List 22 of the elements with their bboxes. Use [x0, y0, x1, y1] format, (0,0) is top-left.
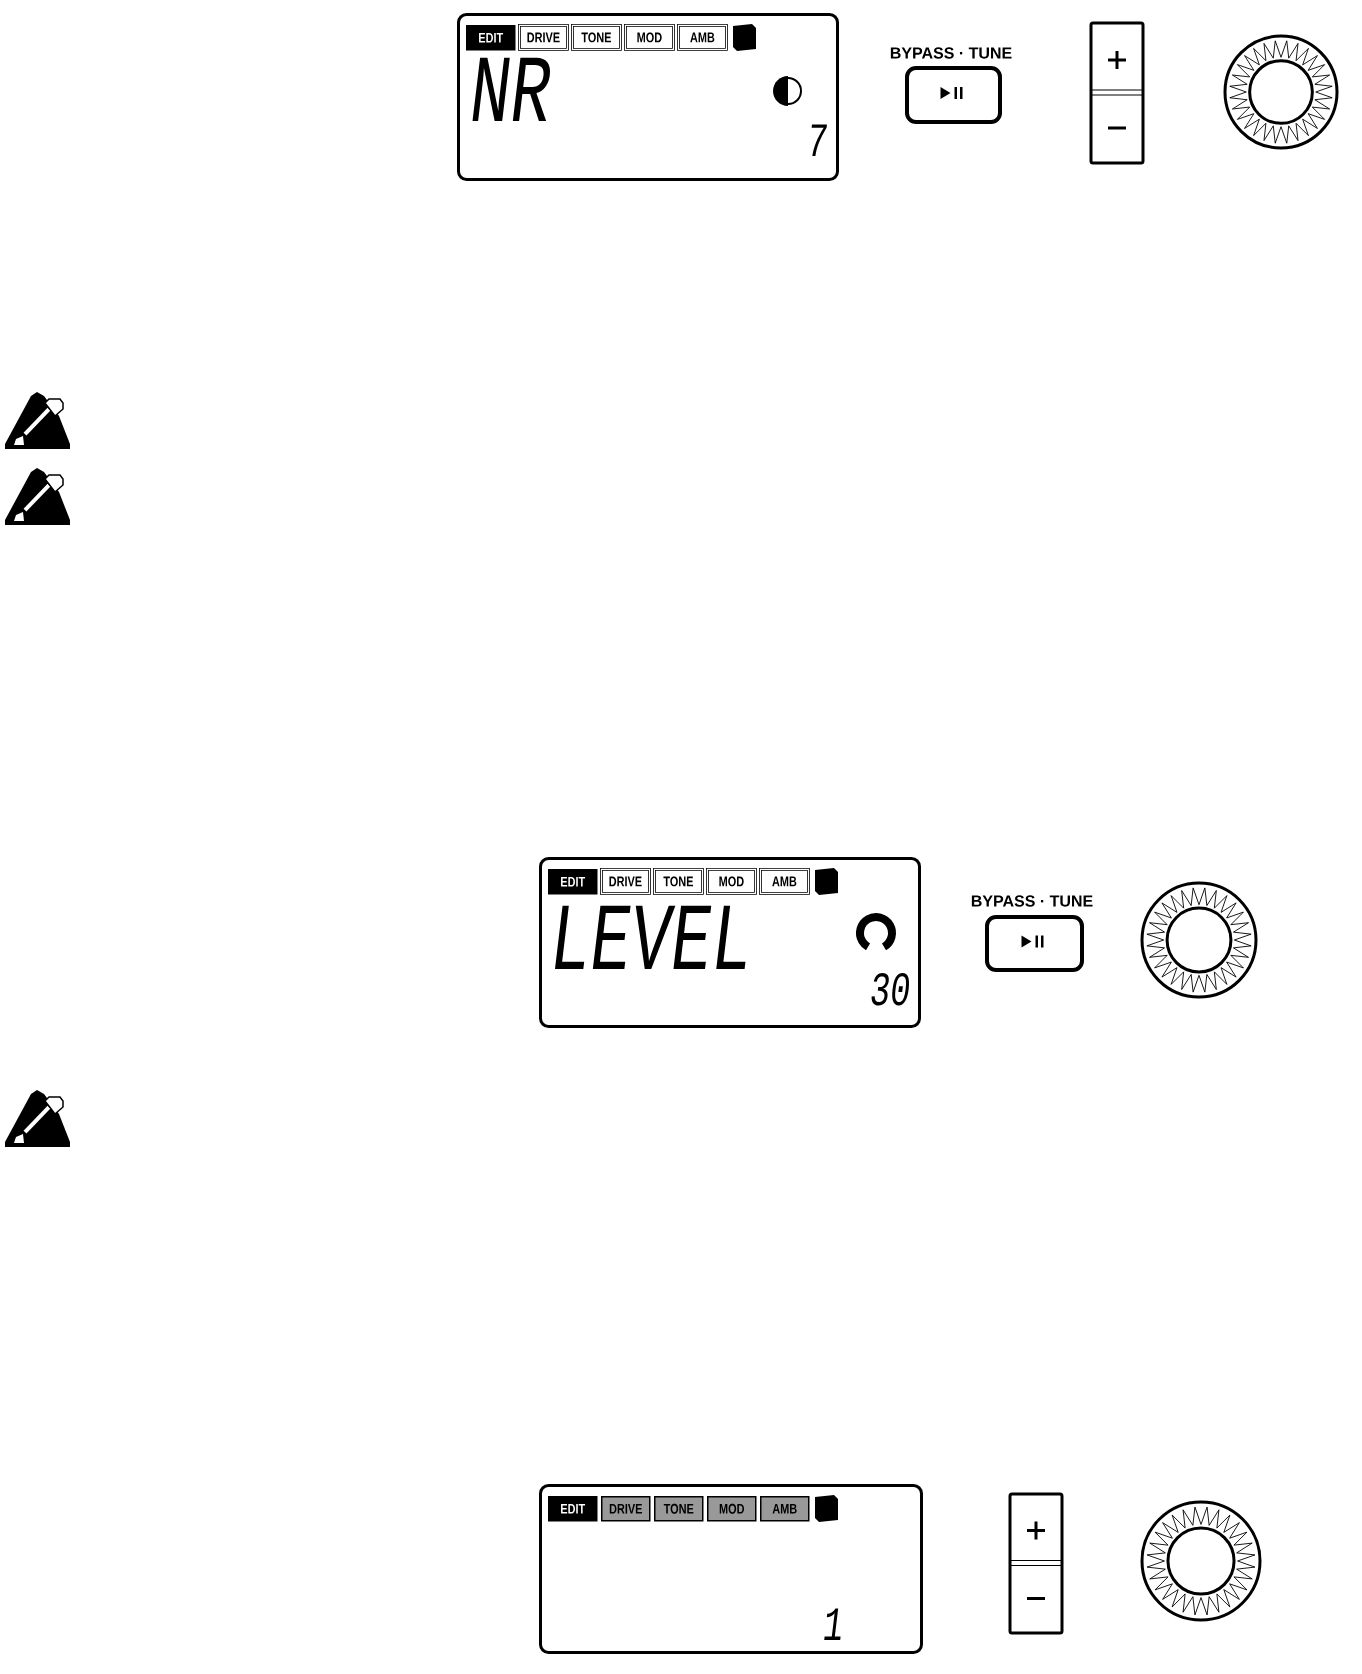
mode-tab: MOD: [624, 24, 675, 51]
display-text: NR: [472, 57, 550, 121]
button-label: BYPASS · TUNE: [890, 47, 1012, 59]
mode-tab: AMB: [759, 868, 810, 895]
mode-tab: AMB: [677, 24, 728, 51]
mode-tab: MOD: [706, 868, 757, 895]
mode-tab: DRIVE: [518, 24, 569, 51]
mode-tab: MOD: [707, 1496, 757, 1522]
display-value: 7: [811, 124, 827, 156]
display-value: 30: [871, 972, 909, 1006]
mode-tab: DRIVE: [601, 1496, 651, 1522]
button-label: BYPASS · TUNE: [971, 895, 1093, 907]
mode-tab: AMB: [760, 1496, 810, 1522]
mode-tab: EDIT: [548, 869, 598, 895]
mode-tab: DRIVE: [600, 868, 651, 895]
mode-tab: TONE: [654, 1496, 704, 1522]
mode-tab: TONE: [571, 24, 622, 51]
display-text: LEVEL: [555, 905, 746, 969]
mode-tab: EDIT: [548, 1496, 598, 1522]
display-value: 1: [824, 1608, 841, 1640]
mode-tab: TONE: [653, 868, 704, 895]
mode-tab: EDIT: [466, 25, 516, 51]
